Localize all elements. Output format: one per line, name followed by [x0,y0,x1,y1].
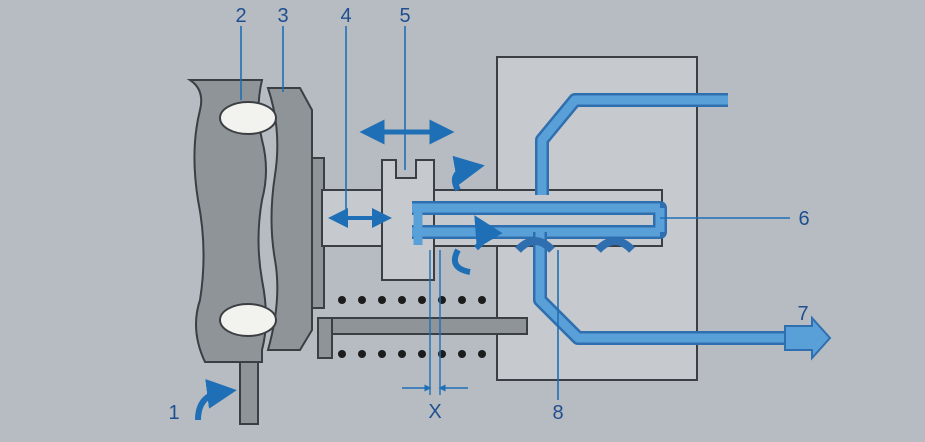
callout-5: 5 [399,5,410,27]
plunger-rotation-arrows [452,155,503,275]
callout-7: 7 [797,303,808,325]
roller-top [219,101,277,135]
callout-6: 6 [798,208,809,230]
gap-dimension [402,250,468,395]
callout-2: 2 [235,5,246,27]
callout-gap-x: X [428,401,441,423]
spring-rod-head [317,317,333,359]
control-collar [381,159,435,281]
outlet-arrow [784,315,832,361]
callout-4: 4 [340,5,351,27]
callout-3: 3 [277,5,288,27]
fuel-channels [412,93,785,345]
callout-8: 8 [552,402,563,424]
spring-rod [321,317,528,335]
cam-disc [186,79,267,363]
drive-rotation-arrow [195,378,237,421]
callout-1: 1 [168,402,179,424]
drive-shaft [239,361,259,425]
roller-ring [266,87,313,351]
roller-bottom [219,303,277,337]
